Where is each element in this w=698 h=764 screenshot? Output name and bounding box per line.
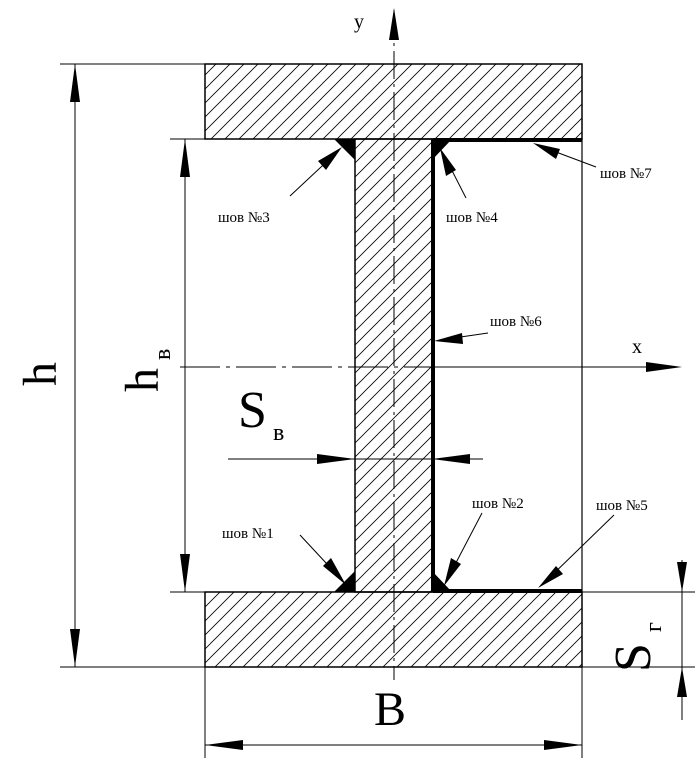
weld-label-4: шов №4 bbox=[446, 210, 498, 226]
dimension-sv-subscript: в bbox=[273, 420, 284, 446]
dimension-hv-subscript: в bbox=[150, 349, 176, 360]
dimension-h-label: h bbox=[14, 362, 67, 386]
dimension-sg-subscript: г bbox=[641, 622, 667, 632]
weld-label-5: шов №5 bbox=[596, 498, 648, 514]
y-axis-arrow bbox=[389, 8, 399, 40]
weld-fillet-4 bbox=[432, 139, 452, 160]
weld-label-3: шов №3 bbox=[218, 210, 270, 226]
weld-label-7: шов №7 bbox=[600, 166, 652, 182]
weld-fillet-2 bbox=[432, 571, 452, 592]
weld-fillet-1 bbox=[334, 571, 355, 592]
x-axis-arrow bbox=[646, 362, 682, 372]
weld-label-6: шов №6 bbox=[490, 314, 542, 330]
dimension-sv-label: S bbox=[238, 382, 267, 439]
y-axis-label: y bbox=[354, 11, 364, 33]
weld-label-2: шов №2 bbox=[472, 496, 524, 512]
x-axis-label: x bbox=[632, 336, 642, 358]
weld-label-1: шов №1 bbox=[222, 526, 274, 542]
weld-fillet-3 bbox=[334, 139, 355, 160]
dimension-sg-label: S bbox=[605, 643, 662, 672]
dimension-b-label: B bbox=[374, 683, 406, 736]
dimension-hv-label: h bbox=[116, 368, 169, 392]
